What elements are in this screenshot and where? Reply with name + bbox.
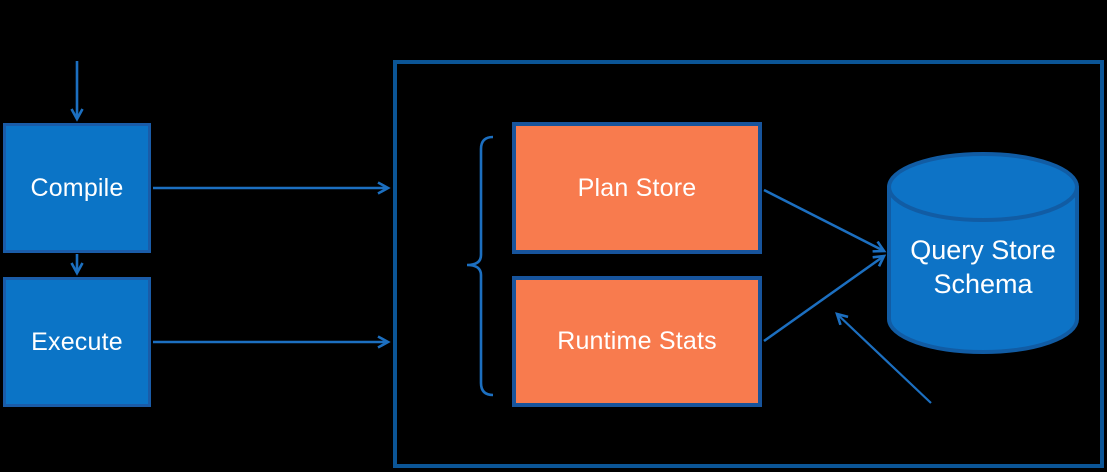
node-runtime-stats-label: Runtime Stats [557,327,717,355]
node-compile: Compile [3,123,151,253]
query-store-schema-line1: Query Store [910,235,1056,265]
node-plan-store: Plan Store [512,122,762,254]
node-execute: Execute [3,277,151,407]
node-compile-label: Compile [30,173,124,202]
node-runtime-stats: Runtime Stats [512,276,762,407]
query-store-schema-line2: Schema [933,269,1033,299]
node-plan-store-label: Plan Store [577,173,697,202]
node-query-store-schema-label: Query Store Schema [886,233,1080,301]
query-store-container-box [393,60,1104,468]
node-execute-label: Execute [31,327,123,356]
